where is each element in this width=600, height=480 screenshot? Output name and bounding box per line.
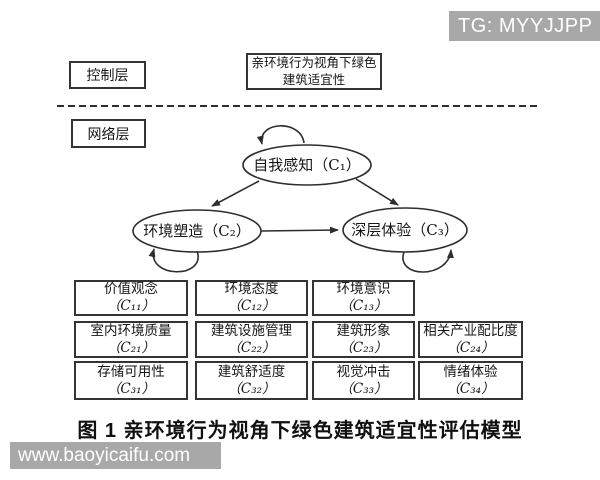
criterion-box-c34: 情绪体验 （C₃₄）	[418, 361, 523, 400]
site-watermark-text: www.baoyicaifu.com	[18, 444, 191, 466]
criterion-box-c11: 价值观念 （C₁₁）	[74, 280, 188, 316]
criterion-box-c13: 环境意识 （C₁₃）	[312, 280, 415, 316]
criterion-code: （C₂₁）	[106, 339, 156, 356]
criterion-box-c32: 建筑舒适度 （C₃₂）	[195, 361, 308, 400]
criterion-box-c24: 相关产业配比度 （C₂₄）	[418, 321, 523, 358]
arrow-c2-to-c3	[260, 226, 339, 234]
criterion-code: （C₂₂）	[227, 339, 276, 356]
criterion-code: （C₃₃）	[339, 380, 388, 397]
self-loop-c2	[148, 248, 199, 273]
goal-box: 亲环境行为视角下绿色 建筑适宜性	[246, 53, 382, 90]
criterion-box-c12: 环境态度 （C₁₂）	[195, 280, 308, 316]
criterion-name: 建筑形象	[336, 322, 391, 339]
criterion-name: 价值观念	[104, 281, 158, 298]
criterion-name: 相关产业配比度	[423, 322, 518, 339]
criterion-name: 室内环境质量	[90, 322, 172, 339]
criterion-box-c33: 视觉冲击 （C₃₃）	[312, 361, 415, 400]
criterion-code: （C₁₂）	[227, 298, 276, 314]
criterion-name: 建筑舒适度	[217, 363, 286, 380]
network-layer-label: 网络层	[87, 126, 130, 143]
goal-line2: 建筑适宜性	[282, 71, 346, 87]
criterion-code: （C₂₄）	[446, 339, 495, 356]
criterion-name: 情绪体验	[443, 363, 498, 380]
criterion-name: 环境态度	[224, 281, 279, 298]
node-c1-ellipse	[242, 144, 372, 186]
criterion-name: 视觉冲击	[336, 363, 391, 380]
tg-watermark-text: TG: MYYJJPP	[458, 14, 593, 37]
criterion-box-c22: 建筑设施管理 （C₂₂）	[195, 321, 308, 358]
figure-caption: 图 1 亲环境行为视角下绿色建筑适宜性评估模型	[77, 420, 523, 442]
arrow-c1-to-c2	[211, 180, 260, 207]
control-layer-label: 控制层	[86, 68, 129, 84]
criterion-name: 建筑设施管理	[211, 322, 292, 339]
node-c3-ellipse	[342, 207, 468, 253]
criterion-code: （C₁₃）	[339, 298, 388, 314]
control-layer-box: 控制层	[69, 61, 146, 89]
tg-watermark: TG: MYYJJPP	[449, 11, 600, 41]
criterion-box-c21: 室内环境质量 （C₂₁）	[74, 321, 188, 358]
criterion-code: （C₁₁）	[106, 298, 156, 314]
node-c1-label: 自我感知（C₁）	[253, 156, 361, 174]
network-layer-box: 网络层	[71, 119, 146, 148]
self-loop-c1	[256, 125, 305, 145]
goal-line1: 亲环境行为视角下绿色	[251, 54, 377, 70]
criterion-box-c31: 存储可用性 （C₃₁）	[74, 361, 188, 400]
node-c2-label: 环境塑造（C₂）	[143, 222, 251, 240]
criterion-code: （C₃₁）	[106, 380, 156, 397]
arrow-c1-to-c3	[355, 178, 399, 206]
criterion-code: （C₂₃）	[339, 339, 388, 356]
self-loop-c3	[402, 249, 454, 273]
site-watermark: www.baoyicaifu.com	[10, 442, 221, 469]
criterion-name: 存储可用性	[97, 363, 165, 380]
criterion-name: 环境意识	[336, 281, 391, 298]
criterion-box-c23: 建筑形象 （C₂₃）	[312, 321, 415, 358]
criterion-code: （C₃₂）	[227, 380, 276, 397]
criterion-code: （C₃₄）	[446, 380, 495, 397]
node-c3-label: 深层体验（C₃）	[351, 221, 459, 239]
